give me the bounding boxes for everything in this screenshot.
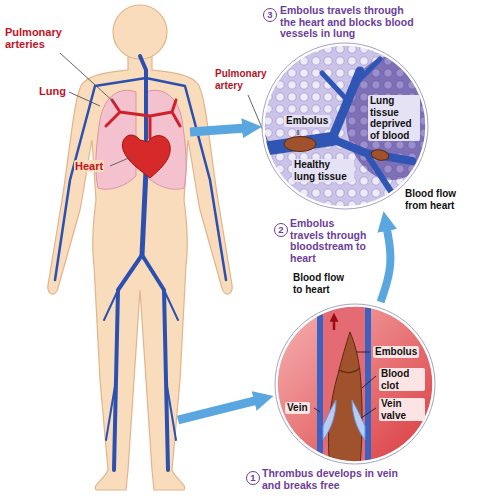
organ-label: Heart bbox=[74, 160, 104, 172]
leg-vein bbox=[106, 380, 116, 440]
leg-vein bbox=[142, 255, 168, 470]
leader-line bbox=[362, 376, 376, 388]
part-label: Healthy lung tissue bbox=[292, 159, 354, 182]
part-label: Pulmonary artery bbox=[214, 68, 274, 91]
leg-vein bbox=[104, 290, 118, 320]
step-number: 2 bbox=[274, 223, 288, 237]
heart bbox=[122, 135, 170, 178]
leader-line bbox=[361, 408, 376, 418]
leader-line bbox=[60, 53, 116, 104]
part-label: Lung tissue deprived of blood bbox=[368, 95, 420, 141]
step-number: 3 bbox=[263, 8, 277, 22]
leader-line bbox=[69, 92, 100, 106]
leg-vein bbox=[114, 255, 142, 470]
leader-line bbox=[298, 130, 299, 135]
pulmonary-arteries bbox=[106, 100, 180, 138]
step-number: 1 bbox=[246, 471, 260, 485]
inset-ring bbox=[264, 45, 427, 208]
flow-label: Blood flow from heart bbox=[404, 188, 466, 211]
step-text: Embolus travels through the heart and bl… bbox=[280, 5, 414, 40]
inset-ring bbox=[277, 306, 434, 463]
flow-arrow bbox=[333, 320, 336, 330]
embolus bbox=[370, 148, 390, 162]
head bbox=[113, 5, 167, 59]
part-label: Embolus bbox=[284, 115, 330, 127]
inset-border bbox=[275, 304, 435, 464]
vein-valve bbox=[352, 400, 365, 440]
inset-border bbox=[262, 43, 428, 209]
organ-label: Lung bbox=[38, 85, 67, 97]
part-label: Embolus bbox=[373, 346, 419, 358]
break-line bbox=[339, 368, 360, 373]
embolus bbox=[284, 137, 316, 152]
inset-circle: Embolus Lung tissue deprived of bloodHeal… bbox=[262, 43, 428, 209]
part-label: Blood clot bbox=[379, 368, 425, 391]
part-label: Vein bbox=[285, 402, 310, 414]
step-text: Embolus travels through bloodstream to h… bbox=[290, 218, 370, 264]
inset-circle: EmbolusBlood clotVein valve Vein bbox=[275, 304, 435, 464]
leg-vein bbox=[166, 380, 176, 440]
arm-vein bbox=[55, 78, 146, 280]
vena-cava bbox=[140, 56, 146, 140]
flow-arrow bbox=[381, 227, 391, 302]
artery-branch bbox=[322, 73, 348, 101]
step-text: Thrombus develops in vein and breaks fre… bbox=[262, 468, 414, 491]
flow-label: Blood flow to heart bbox=[292, 272, 356, 295]
leader-line bbox=[356, 352, 370, 353]
leader-line bbox=[110, 157, 131, 166]
artery-branch bbox=[356, 59, 380, 83]
vein-valve bbox=[323, 400, 336, 440]
pointer-arrow bbox=[190, 128, 246, 132]
organ-label: Pulmonary arteries bbox=[4, 26, 78, 50]
pointer-arrow bbox=[178, 400, 258, 420]
leg-vein bbox=[164, 290, 178, 320]
vena-cava bbox=[142, 170, 146, 255]
body-outline bbox=[48, 54, 233, 490]
part-label: Vein valve bbox=[379, 398, 425, 421]
arm-vein bbox=[146, 78, 226, 280]
leader-line bbox=[314, 408, 320, 412]
